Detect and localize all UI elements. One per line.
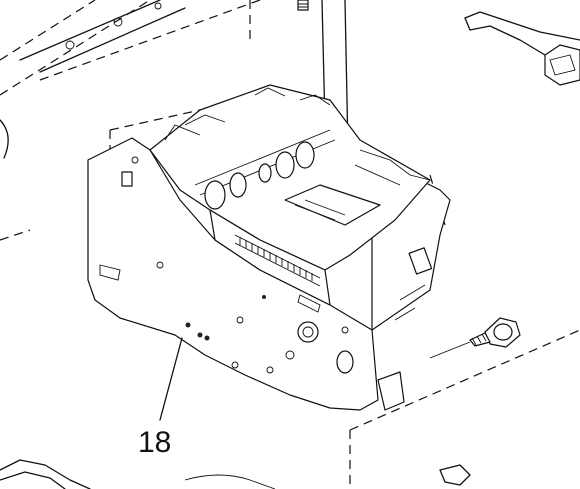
lower-bracket-part	[0, 459, 276, 489]
callout-number: 18	[138, 426, 171, 459]
mounting-screw	[429, 317, 521, 359]
left-cover-edge	[0, 119, 9, 159]
main-chassis-assembly	[87, 84, 451, 411]
bracket-part	[464, 11, 580, 86]
gear-boss-icons	[185, 295, 354, 374]
top-screw	[297, 0, 309, 11]
lower-right-part	[439, 464, 471, 486]
upper-rail-part	[19, 0, 186, 73]
callout-leader-line	[159, 337, 183, 421]
